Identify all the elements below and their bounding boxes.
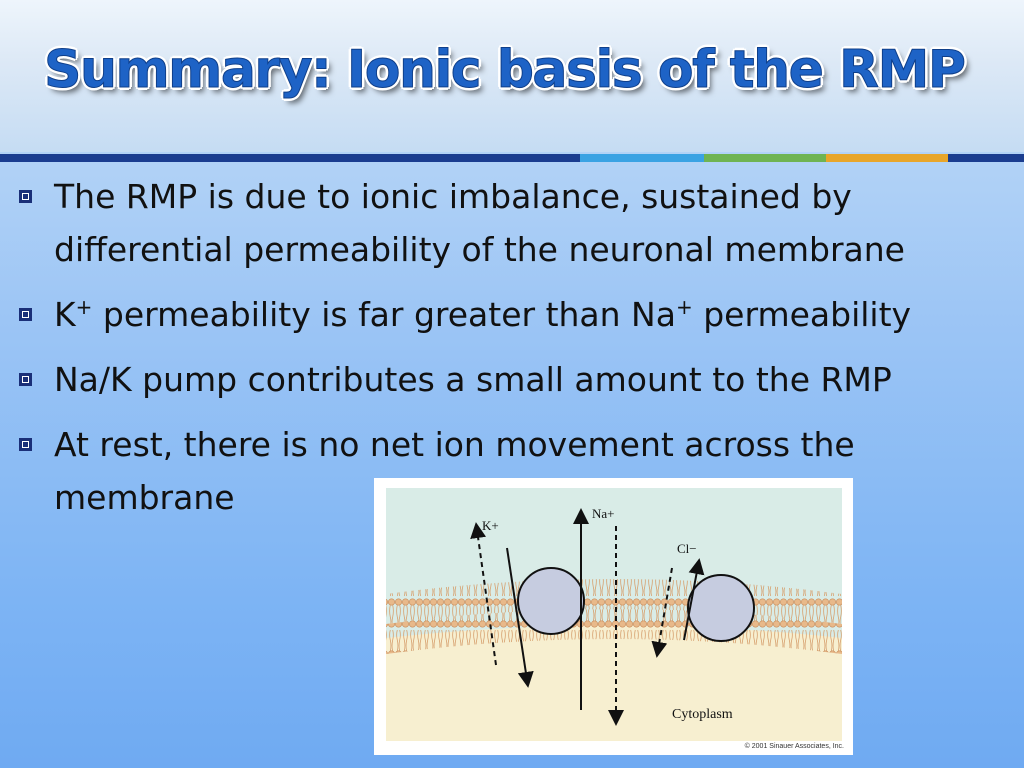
square-bullet-icon (19, 190, 32, 203)
title-rule-navy-end (948, 154, 1024, 162)
ion-channel-right (687, 574, 755, 642)
bullet-item: K+ permeability is far greater than Na+ … (14, 288, 1019, 341)
bullet-item: Na/K pump contributes a small amount to … (14, 353, 1019, 406)
bullet-text: Na/K pump contributes a small amount to … (54, 360, 892, 399)
k-efflux-arrow (470, 522, 497, 666)
bullet-text-middle: permeability is far greater than Na (92, 295, 676, 334)
cl-label: Cl− (677, 541, 697, 556)
bullet-text: The RMP is due to ionic imbalance, susta… (54, 177, 905, 269)
title-rule-blue (580, 154, 704, 162)
title-rule-green (704, 154, 826, 162)
cl-efflux-arrow (683, 558, 705, 641)
title-rule-navy (0, 154, 580, 162)
bullet-text: At rest, there is no net ion movement ac… (54, 425, 855, 517)
square-bullet-icon (19, 438, 32, 451)
slide-title: Summary: Ionic basis of the RMP (43, 40, 966, 101)
bullet-item: At rest, there is no net ion movement ac… (14, 418, 1019, 524)
na-charge-superscript: + (675, 295, 693, 319)
copyright-label: © 2001 Sinauer Associates, Inc. (745, 742, 844, 750)
bullet-text-suffix: permeability (692, 295, 912, 334)
bullet-list: The RMP is due to ionic imbalance, susta… (14, 170, 1019, 536)
bullet-item: The RMP is due to ionic imbalance, susta… (14, 170, 1019, 276)
k-pump-influx-arrow (506, 547, 534, 688)
k-charge-superscript: + (75, 295, 93, 319)
membrane-figure: K+ Na+ Cl− Cytoplasm © 2001 Sinauer Asso… (374, 478, 853, 755)
square-bullet-icon (19, 373, 32, 386)
ion-channel-left (517, 567, 585, 635)
cytoplasm-label: Cytoplasm (672, 707, 733, 722)
cytoplasm-region (386, 625, 842, 741)
membrane-diagram: K+ Na+ Cl− Cytoplasm © 2001 Sinauer Asso… (386, 488, 844, 750)
na-label: Na+ (592, 506, 615, 521)
title-band (0, 0, 1024, 152)
bullet-text-k-prefix: K (54, 295, 76, 334)
square-bullet-icon (19, 308, 32, 321)
title-rule-gold (826, 154, 948, 162)
cl-influx-arrow (651, 567, 673, 658)
k-label: K+ (482, 518, 499, 533)
